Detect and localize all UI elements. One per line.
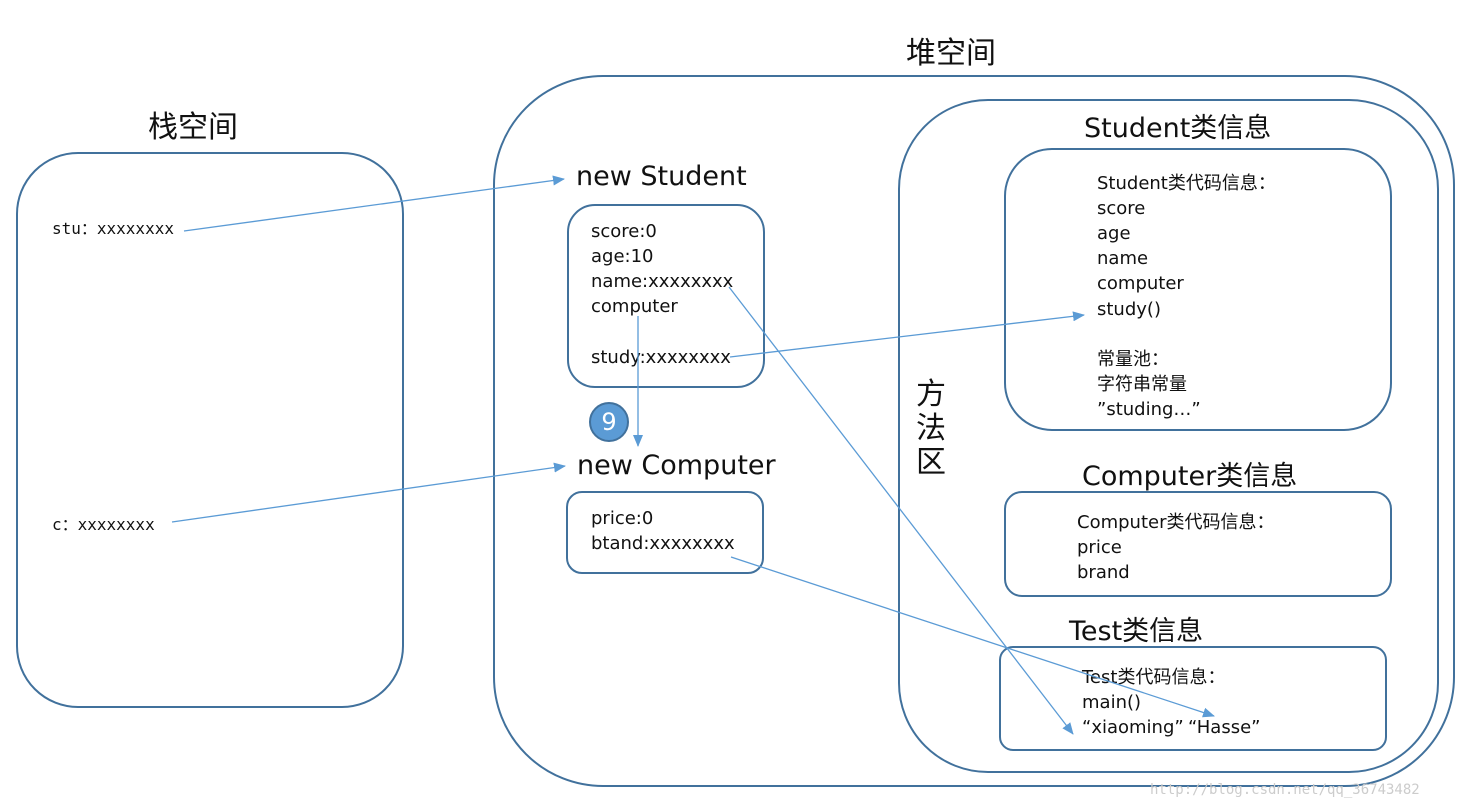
- method-area-box: [898, 99, 1439, 773]
- student-field-score: score:0: [591, 221, 657, 242]
- step-badge: 9: [589, 402, 629, 442]
- student-class-line-8: 字符串常量: [1097, 374, 1187, 395]
- arrow-c-to-computer: [171, 462, 566, 523]
- student-field-computer: computer: [591, 296, 678, 317]
- test-class-string-hasse: “Hasse”: [1188, 717, 1261, 738]
- student-class-box: [1004, 148, 1392, 431]
- student-field-name: name:xxxxxxxx: [591, 271, 734, 292]
- student-class-title: Student类信息: [1084, 113, 1272, 144]
- test-class-string-xiaoming: “xiaoming”: [1082, 717, 1184, 738]
- student-field-age: age:10: [591, 246, 654, 267]
- student-class-line-5: study(): [1097, 299, 1161, 320]
- student-class-line-2: age: [1097, 223, 1131, 244]
- stack-var-c: c：xxxxxxxx: [52, 515, 155, 534]
- arrow-study-to-student-class: [729, 311, 1085, 358]
- heap-space-title: 堆空间: [906, 36, 996, 71]
- test-class-box: [999, 646, 1387, 751]
- computer-class-line-1: price: [1077, 537, 1122, 558]
- computer-class-line-2: brand: [1077, 562, 1130, 583]
- watermark: http://blog.csdn.net/qq_36743482: [1150, 782, 1420, 798]
- computer-class-line-0: Computer类代码信息：: [1077, 512, 1275, 533]
- arrow-stu-to-student: [183, 175, 565, 232]
- stack-space-title: 栈空间: [148, 110, 238, 145]
- stack-space-box: [16, 152, 404, 708]
- computer-class-box: [1004, 491, 1392, 597]
- arrow-brand-to-hasse: [730, 556, 1215, 718]
- computer-class-title: Computer类信息: [1082, 461, 1298, 492]
- computer-object-label: new Computer: [577, 450, 776, 481]
- test-class-title: Test类信息: [1069, 616, 1204, 647]
- computer-field-price: price:0: [591, 508, 654, 529]
- arrow-name-to-xiaoming: [728, 286, 1074, 735]
- student-class-line-1: score: [1097, 198, 1146, 219]
- test-class-line-1: main(): [1082, 692, 1142, 713]
- student-object-box: [567, 204, 765, 388]
- student-class-line-3: name: [1097, 248, 1149, 269]
- stack-var-stu: stu：xxxxxxxx: [52, 219, 174, 238]
- computer-field-brand: btand:xxxxxxxx: [591, 533, 735, 554]
- student-field-study: study:xxxxxxxx: [591, 347, 731, 368]
- student-object-label: new Student: [576, 161, 747, 192]
- student-class-line-7: 常量池：: [1097, 349, 1169, 370]
- method-area-char-1: 方: [916, 377, 946, 412]
- method-area-char-2: 法: [916, 411, 946, 446]
- student-class-line-0: Student类代码信息：: [1097, 173, 1276, 194]
- test-class-line-0: Test类代码信息：: [1082, 667, 1226, 688]
- method-area-label: 方 法 区: [914, 378, 948, 480]
- student-class-line-4: computer: [1097, 273, 1184, 294]
- student-class-line-9: ”studing…”: [1097, 399, 1201, 420]
- computer-object-box: [566, 491, 764, 574]
- method-area-char-3: 区: [916, 445, 946, 480]
- heap-space-box: [493, 75, 1455, 787]
